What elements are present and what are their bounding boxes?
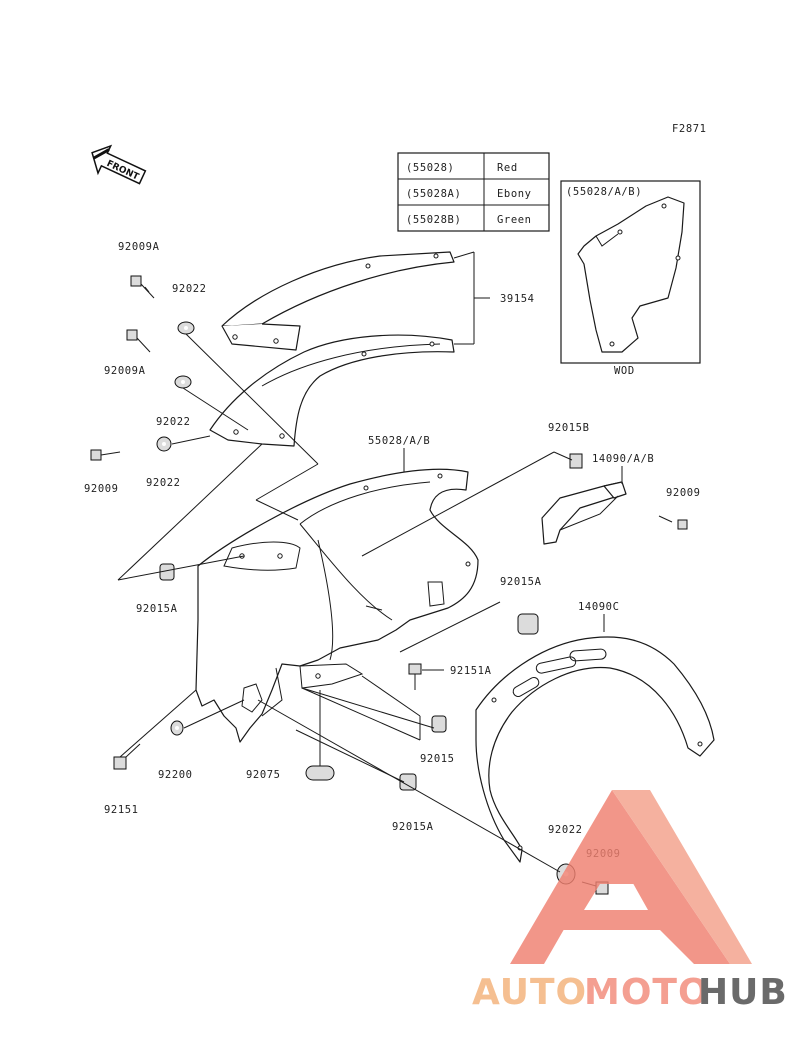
color-code-3: (55028B) (406, 214, 461, 226)
watermark-auto: AUTO (472, 972, 587, 1013)
bolt-92009-left-icon (90, 449, 121, 461)
washer-92022-left-icon (156, 436, 172, 452)
label-92015a-left: 92015A (136, 603, 178, 615)
diagram-code: F2871 (672, 123, 707, 135)
label-92015b: 92015B (548, 422, 590, 434)
part-labels: 92009A 92022 92009A 92022 92009 92022 39… (84, 241, 701, 860)
label-92151: 92151 (104, 804, 139, 816)
watermark-hub: HUB (698, 972, 788, 1013)
color-table: (55028) Red (55028A) Ebony (55028B) Gree… (397, 152, 550, 232)
label-92022-left: 92022 (146, 477, 181, 489)
part-39154-cowl (209, 251, 455, 447)
washer-92200-icon (170, 720, 184, 736)
label-92022-mid: 92022 (156, 416, 191, 428)
collar-92015b-icon (569, 453, 583, 469)
fasteners (90, 275, 688, 895)
label-92022-top: 92022 (172, 283, 207, 295)
label-92200: 92200 (158, 769, 193, 781)
label-14090: 14090/A/B (592, 453, 654, 465)
bolt-92151a-icon (408, 663, 422, 690)
label-92022-bottom: 92022 (548, 824, 583, 836)
leader-lines (117, 251, 623, 873)
automotohub-watermark: AUTO MOTO HUB (472, 790, 788, 1013)
part-14090c-guard (475, 636, 715, 863)
label-92009a-mid: 92009A (104, 365, 146, 377)
front-arrow-icon: FRONT (91, 144, 147, 185)
label-92151a: 92151A (450, 665, 492, 677)
label-55028: 55028/A/B (368, 435, 430, 447)
label-14090c: 14090C (578, 601, 620, 613)
washer-92022-mid-icon (174, 375, 192, 389)
label-92009a-top: 92009A (118, 241, 160, 253)
label-92009-right: 92009 (666, 487, 701, 499)
color-name-3: Green (497, 214, 532, 226)
bolt-92009a-top-icon (130, 275, 155, 299)
label-92015a-bottom: 92015A (392, 821, 434, 833)
label-92015a-right: 92015A (500, 576, 542, 588)
watermark-moto: MOTO (584, 972, 710, 1013)
inset-caption: WOD (614, 365, 635, 377)
label-92015: 92015 (420, 753, 455, 765)
color-name-1: Red (497, 162, 518, 174)
bolt-92151-icon (113, 743, 141, 770)
label-39154: 39154 (500, 293, 535, 305)
bolt-92009a-mid-icon (126, 329, 151, 353)
color-name-2: Ebony (497, 188, 532, 200)
washer-92022-top-icon (177, 321, 195, 335)
collar-92015a-right-icon (517, 613, 539, 635)
part-14090-bracket (541, 481, 627, 545)
label-92075: 92075 (246, 769, 281, 781)
inset-box: (55028/A/B) WOD (560, 180, 701, 377)
inset-title: (55028/A/B) (566, 186, 642, 198)
label-92009-left: 92009 (84, 483, 119, 495)
grommet-92075-icon (305, 765, 335, 781)
collar-92015-icon (431, 715, 447, 733)
bolt-92009-right-icon (658, 515, 688, 530)
part-55028-fairing (195, 468, 479, 743)
color-code-1: (55028) (406, 162, 454, 174)
collar-92015a-bottom-icon (399, 773, 417, 791)
color-code-2: (55028A) (406, 188, 461, 200)
